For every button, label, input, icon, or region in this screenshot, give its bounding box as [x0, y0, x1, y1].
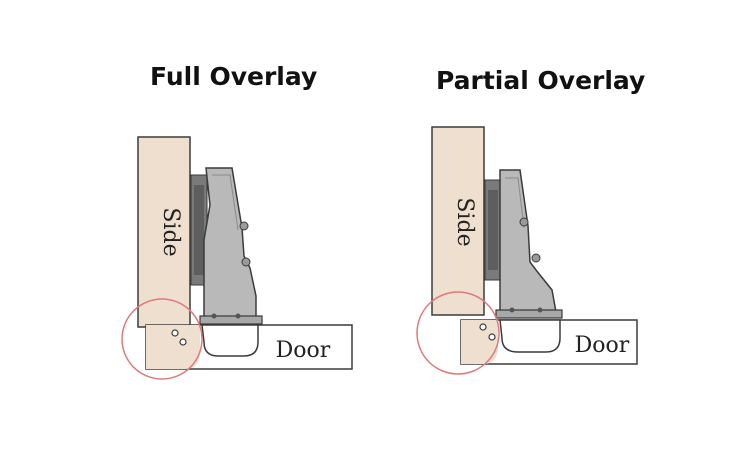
partial-overlay-side-panel [431, 126, 485, 316]
full-overlay-door-label: Door [276, 338, 331, 363]
partial-overlay-title: Partial Overlay [436, 66, 646, 95]
full-overlay-hinge [190, 167, 263, 325]
full-overlay-door-wood [146, 325, 200, 369]
partial-overlay-door-wood [461, 320, 498, 364]
partial-overlay-screw-hole [488, 333, 496, 341]
full-overlay-hinge-cup [201, 324, 259, 357]
partial-overlay-diagram: Side Door [416, 126, 638, 375]
full-overlay-screw-hole [179, 338, 187, 346]
full-overlay-screw-hole [171, 329, 179, 337]
full-overlay-title: Full Overlay [150, 62, 318, 91]
full-overlay-highlight-circle [121, 298, 203, 380]
full-overlay-side-label: Side [158, 207, 183, 256]
partial-overlay-side-label: Side [452, 197, 477, 246]
partial-overlay-highlight-circle [416, 291, 500, 375]
partial-overlay-hinge-cup [499, 319, 561, 353]
partial-overlay-door-label: Door [575, 333, 630, 358]
partial-overlay-hinge [484, 169, 563, 319]
partial-overlay-screw-hole [479, 323, 487, 331]
full-overlay-diagram: Side Door [121, 136, 353, 380]
